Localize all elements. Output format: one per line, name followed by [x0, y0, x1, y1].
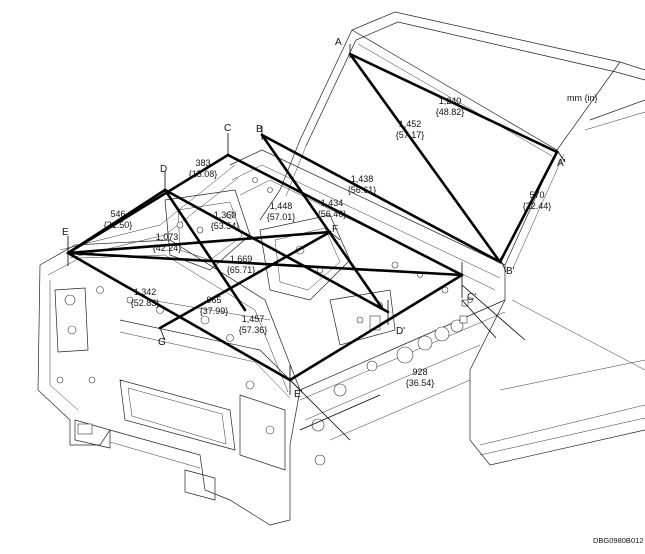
dim-line-a-b-prime [348, 52, 502, 264]
point-label-a: A [335, 37, 342, 48]
measurement-1448-mm: 1,448 [270, 201, 293, 211]
dim-line-d-d-prime [163, 188, 390, 314]
measurement-1457-mm: 1,457 [242, 314, 265, 324]
point-label-f: F [332, 224, 338, 235]
measurement-383-mm: 383 [195, 158, 210, 168]
measurement-1669-in: {65.71} [227, 265, 256, 275]
measurement-1073-in: {42.24} [153, 243, 182, 253]
dim-line-e-prime-c-prime [288, 273, 464, 382]
dim-line-a-a-prime [348, 52, 559, 154]
measurement-1240-in: {48.82} [436, 107, 465, 117]
measurement-1438-mm: 1,438 [351, 174, 374, 184]
dim-line-b-b-prime-2 [260, 133, 384, 310]
point-label-d: D [160, 164, 167, 175]
dim-line-e-c-prime [66, 251, 464, 277]
measurement-928-mm: 928 [412, 367, 427, 377]
measurement-383-in: {15.08} [189, 169, 218, 179]
measurement-1360-in: {53.54} [211, 221, 240, 231]
measurement-labels: 1,240 {48.82} 1,452 {57.17} 570 {22.44} … [104, 96, 552, 388]
dimension-lines [66, 52, 559, 382]
measurement-965-in: {37.99} [200, 306, 229, 316]
measurement-1448-in: {57.01} [267, 212, 296, 222]
point-label-e: E [62, 227, 69, 238]
measurement-1669-mm: 1,669 [230, 254, 253, 264]
point-label-g: G [158, 337, 166, 348]
dim-line-e-f [66, 230, 332, 255]
measurement-1434-in: {56.46} [318, 209, 347, 219]
measurement-1342-in: {52.83} [131, 298, 160, 308]
vehicle-body-lineart [37, 11, 645, 526]
point-label-c: C [224, 123, 231, 134]
point-label-c-prime: C' [467, 292, 476, 303]
measurement-1434-mm: 1,434 [321, 198, 344, 208]
dim-line-d-e [66, 188, 167, 255]
measurement-570-in: {22.44} [523, 201, 552, 211]
point-label-a-prime: A' [557, 158, 566, 169]
measurement-1457-in: {57.36} [239, 325, 268, 335]
dim-line-c-c-prime [226, 153, 464, 277]
measurement-1360-mm: 1,360 [214, 210, 237, 220]
point-labels: A A' B B' C C' D D' E E' F G [62, 37, 566, 400]
measurement-928-in: {36.54} [406, 378, 435, 388]
dim-line-f-g [158, 230, 332, 330]
measurement-1438-in: {56.61} [348, 185, 377, 195]
measurement-546-in: {21.50} [104, 220, 133, 230]
point-label-d-prime: D' [396, 326, 405, 337]
measurement-1452-mm: 1,452 [399, 119, 422, 129]
measurement-1342-mm: 1,342 [134, 287, 157, 297]
measurement-1240-mm: 1,240 [439, 96, 462, 106]
dim-line-d-g [163, 188, 247, 312]
point-label-b: B [256, 124, 263, 135]
measurement-1073-mm: 1,073 [156, 232, 179, 242]
measurement-546-mm: 546 [110, 209, 125, 219]
point-label-e-prime: E' [294, 389, 303, 400]
unit-legend: mm {in} [567, 93, 598, 103]
leader-lines [67, 44, 566, 441]
point-label-b-prime: B' [506, 266, 515, 277]
figure-code: DBG0980B012 [593, 536, 643, 545]
dim-line-b-b-prime [260, 133, 502, 264]
measurement-1452-in: {57.17} [396, 130, 425, 140]
measurement-570-mm: 570 [529, 190, 544, 200]
measurement-965-mm: 965 [206, 295, 221, 305]
dim-line-a-prime-b-prime [498, 150, 559, 264]
